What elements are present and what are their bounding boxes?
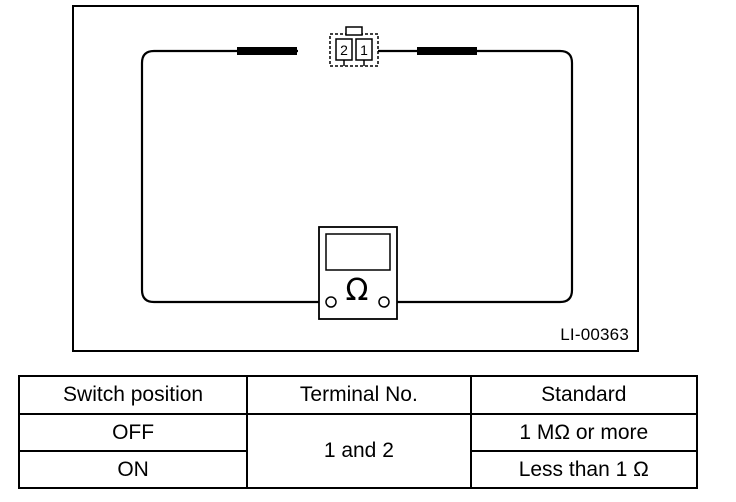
meter-display [325, 233, 391, 271]
wiring-diagram: 2 1 Ω [140, 26, 574, 320]
circuit-wire [140, 49, 329, 304]
connector-pin-1-label: 1 [360, 42, 368, 58]
cell-standard: 1 MΩ or more [469, 413, 699, 452]
connector-icon: 2 1 [329, 26, 379, 67]
ohm-symbol-icon: Ω [346, 273, 369, 308]
cell-switch-position: ON [17, 450, 249, 489]
table-row: OFF 1 and 2 1 MΩ or more [17, 413, 699, 489]
table-header-row: Switch position Terminal No. Standard [17, 375, 699, 415]
specification-table: Switch position Terminal No. Standard OF… [17, 375, 699, 489]
cell-standard: Less than 1 Ω [469, 450, 699, 489]
wire-harness-segment [417, 47, 477, 55]
cell-terminal: 1 and 2 [246, 413, 472, 489]
diagram-frame: 2 1 Ω LI-00363 [72, 5, 639, 352]
ohmmeter-icon: Ω [318, 226, 398, 320]
header-terminal-no: Terminal No. [246, 375, 472, 415]
header-switch-position: Switch position [17, 375, 249, 415]
meter-terminal [378, 296, 390, 308]
meter-terminal [325, 296, 337, 308]
connector-pin-2-label: 2 [340, 42, 348, 58]
wire-harness-segment [237, 47, 297, 55]
cell-switch-position: OFF [17, 413, 249, 452]
table-row: ON Less than 1 Ω [17, 450, 699, 489]
figure-id-label: LI-00363 [560, 325, 629, 344]
header-standard: Standard [469, 375, 699, 415]
circuit-wire [378, 49, 574, 304]
